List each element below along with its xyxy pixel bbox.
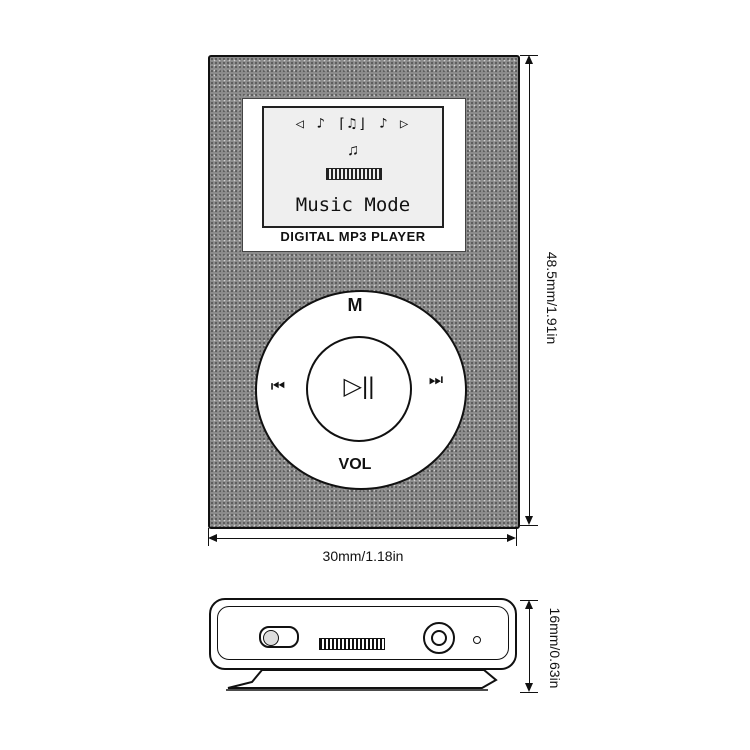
led-indicator — [473, 636, 481, 644]
height-dimension-line — [529, 57, 530, 523]
switch-knob — [263, 630, 279, 646]
lcd-level-bar — [326, 168, 382, 180]
lcd-screen: ◁ ♪ ⌈♫⌋ ♪ ▷ ♫ Music Mode — [262, 106, 444, 228]
arrow-up-icon — [525, 600, 533, 609]
height-tick-bottom — [520, 525, 538, 526]
height-label: 48.5mm/1.91in — [544, 251, 560, 345]
depth-label: 16mm/0.63in — [547, 607, 563, 689]
music-note-icon: ♫ — [347, 142, 359, 159]
previous-track-icon[interactable]: ⏮ — [270, 378, 286, 395]
arrow-down-icon — [525, 683, 533, 692]
tf-card-slot — [319, 638, 385, 650]
next-track-icon[interactable]: ⏭ — [428, 372, 444, 389]
depth-tick-bottom — [520, 692, 538, 693]
arrow-right-icon — [507, 534, 516, 542]
menu-button[interactable]: M — [347, 295, 363, 315]
brand-label: DIGITAL MP3 PLAYER — [280, 229, 426, 244]
volume-button[interactable]: VOL — [338, 456, 372, 473]
jack-inner-ring — [431, 630, 447, 646]
depth-dimension-line — [529, 602, 530, 690]
arrow-left-icon — [208, 534, 217, 542]
play-pause-icon: ▷|| — [343, 373, 375, 400]
width-tick-right — [516, 528, 517, 546]
width-label: 30mm/1.18in — [322, 548, 404, 564]
player-side-view — [209, 598, 517, 670]
side-inner-outline — [217, 606, 509, 660]
width-dimension-line — [210, 538, 514, 539]
arrow-up-icon — [525, 55, 533, 64]
play-pause-button[interactable]: ▷|| — [306, 336, 412, 442]
arrow-down-icon — [525, 516, 533, 525]
headphone-jack — [423, 622, 455, 654]
power-switch[interactable] — [259, 626, 299, 648]
belt-clip — [226, 669, 498, 691]
lcd-menu-icons: ◁ ♪ ⌈♫⌋ ♪ ▷ — [295, 116, 411, 132]
lcd-mode-text: Music Mode — [295, 194, 411, 216]
